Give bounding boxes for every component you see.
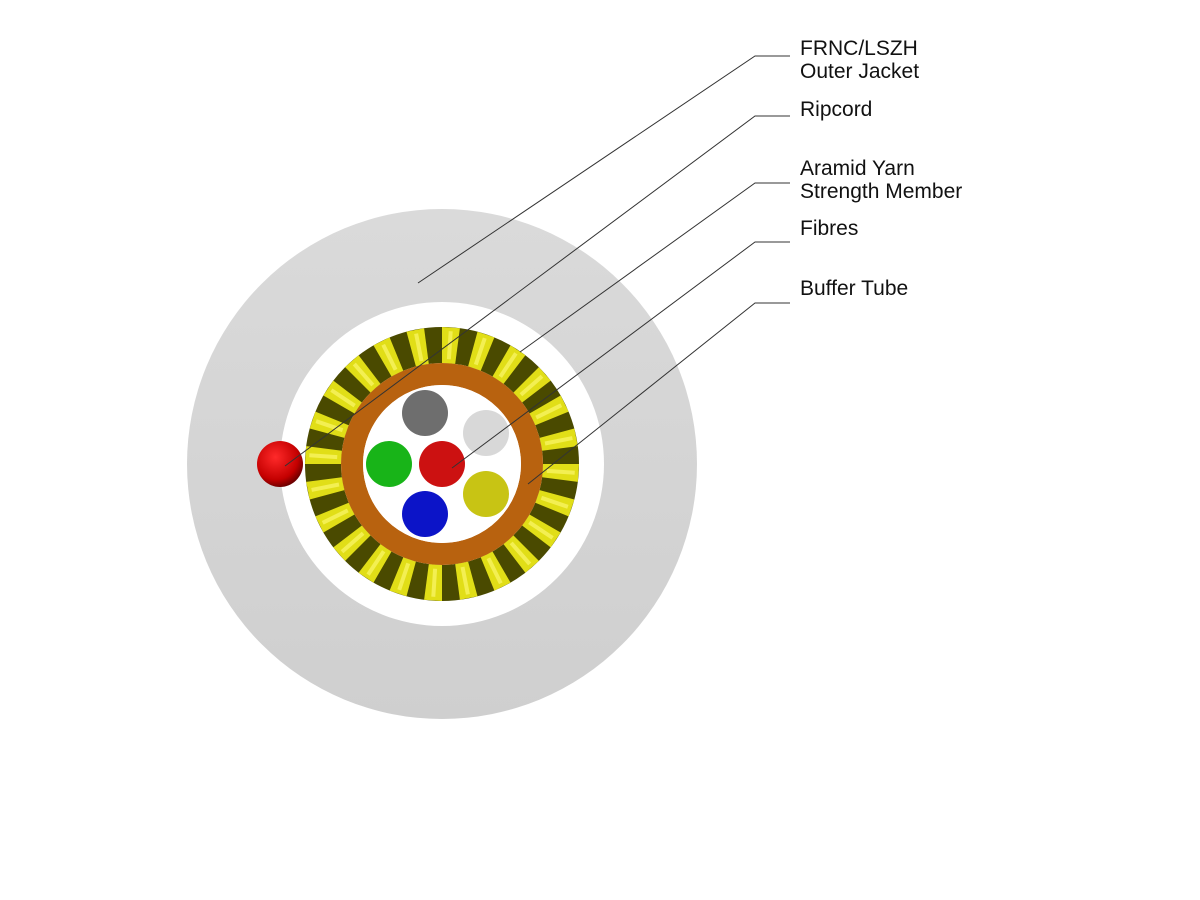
label-outer-jacket: FRNC/LSZH Outer Jacket — [800, 37, 919, 83]
label-buffer-tube-line1: Buffer Tube — [800, 277, 909, 300]
aramid-yarn-highlight — [486, 557, 503, 585]
aramid-yarn-highlight — [546, 468, 575, 475]
aramid-yarn-highlight — [509, 541, 532, 566]
aramid-yarn-highlight — [381, 343, 398, 371]
label-aramid-yarn-line2: Strength Member — [800, 180, 963, 203]
aramid-yarn-highlight — [352, 362, 375, 387]
aramid-yarn-highlight — [340, 531, 365, 554]
label-fibres: Fibres — [800, 217, 858, 240]
leader-line-fibres — [451, 241, 790, 469]
fibres — [366, 390, 509, 537]
fibre-grey — [402, 390, 448, 436]
aramid-yarn-strength-member — [305, 327, 579, 601]
fibre-blue — [402, 491, 448, 537]
label-aramid-yarn: Aramid Yarn Strength Member — [800, 157, 962, 203]
label-ripcord-line1: Ripcord — [800, 98, 873, 121]
leader-lines — [284, 55, 790, 485]
aramid-yarn-highlight — [397, 562, 411, 591]
leader-line-ripcord — [284, 115, 790, 467]
buffer-tube — [341, 363, 543, 565]
leader-line-buffer — [527, 302, 790, 485]
aramid-yarn-highlight — [473, 337, 487, 366]
fibre-green — [366, 441, 412, 487]
label-fibres-line1: Fibres — [800, 217, 859, 240]
aramid-yarn-highlight — [311, 482, 340, 492]
label-ripcord: Ripcord — [800, 98, 872, 121]
leader-line-aramid — [519, 182, 790, 353]
aramid-yarn-highlight — [540, 495, 569, 509]
label-outer-jacket-line2: Outer Jacket — [800, 60, 920, 83]
aramid-yarn-highlight — [315, 419, 344, 433]
aramid-yarn-highlight — [544, 436, 573, 446]
aramid-yarn-highlight — [519, 374, 544, 397]
aramid-yarn-highlight — [330, 388, 356, 408]
aramid-yarn-highlight — [460, 566, 470, 595]
fibre-red — [419, 441, 465, 487]
label-buffer-tube: Buffer Tube — [800, 277, 908, 300]
aramid-yarn-highlight — [535, 403, 563, 420]
aramid-yarn-highlight — [431, 568, 438, 597]
aramid-yarn-highlight — [498, 352, 518, 378]
aramid-yarn-highlight — [366, 550, 386, 576]
aramid-yarn-highlight — [528, 520, 554, 540]
label-outer-jacket-line1: FRNC/LSZH — [800, 37, 918, 60]
fibre-yellow — [463, 471, 509, 517]
leader-line-jacket — [417, 55, 790, 284]
ripcord — [257, 441, 303, 487]
aramid-yarn-highlight — [446, 331, 453, 360]
fibre-light-grey — [463, 410, 509, 456]
aramid-yarn-highlight — [321, 508, 349, 525]
aramid-yarn-highlight — [309, 453, 338, 460]
label-aramid-yarn-line1: Aramid Yarn — [800, 157, 915, 180]
aramid-yarn-highlight — [414, 333, 424, 362]
